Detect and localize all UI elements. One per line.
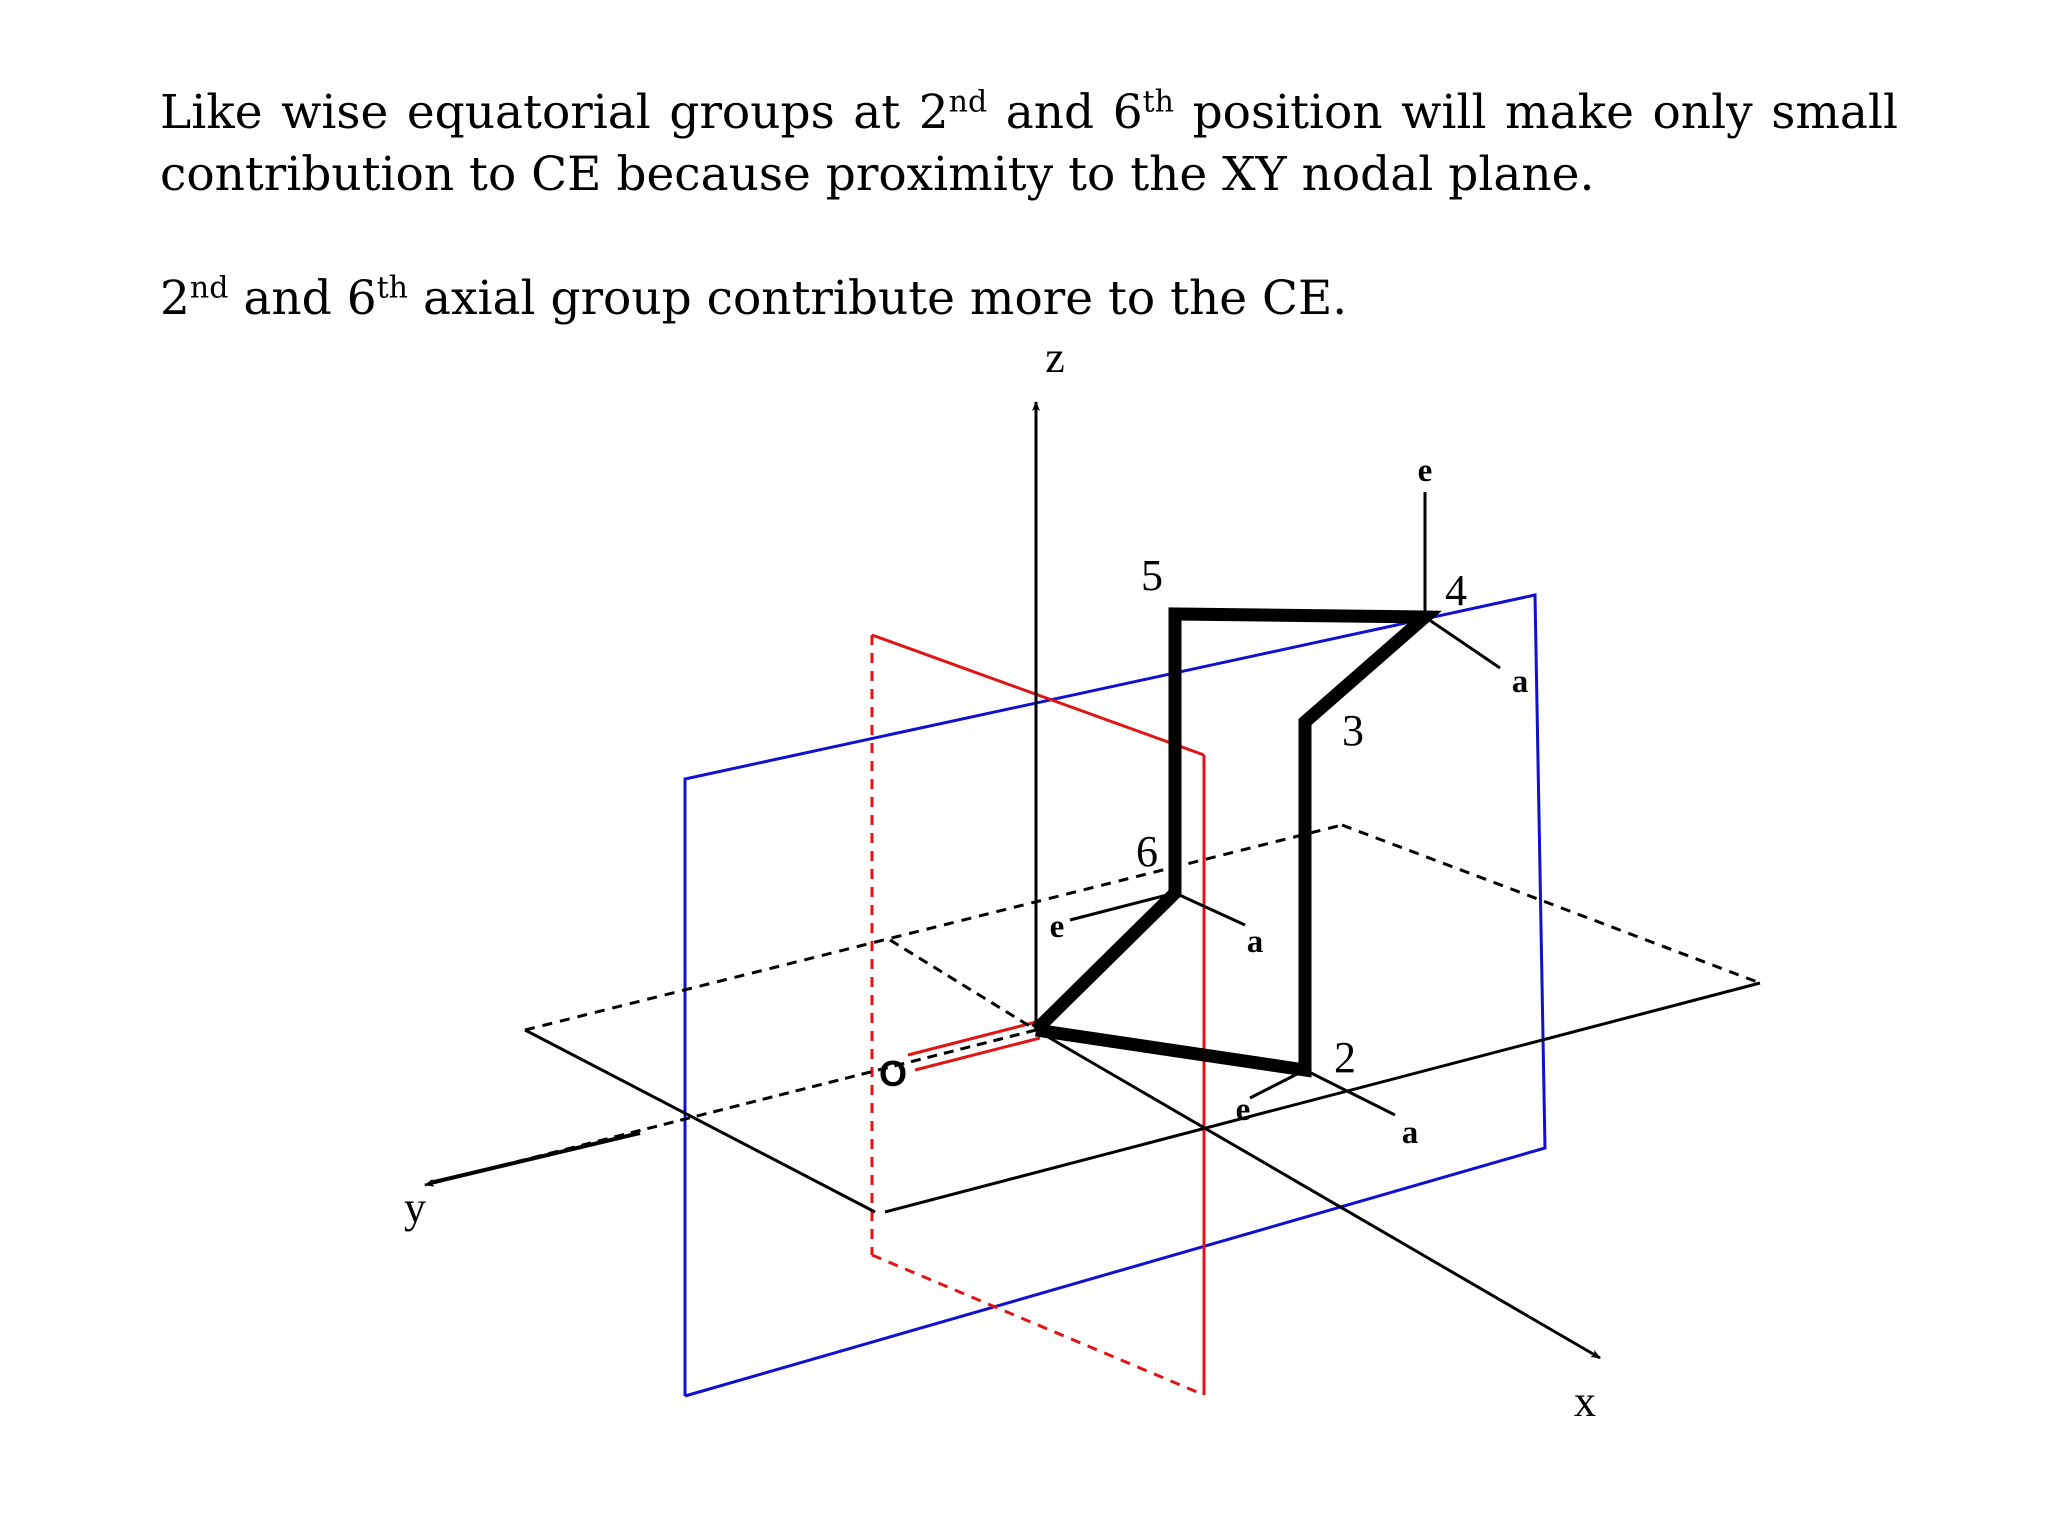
blue-nodal-plane [683, 593, 1547, 1398]
superscript: nd [189, 270, 229, 306]
position-3-label: 3 [1342, 706, 1364, 755]
equatorial-label-6: e [1050, 909, 1065, 945]
equatorial-label-4: e [1418, 453, 1433, 489]
substituent-bonds [1069, 492, 1501, 1117]
text-run: and 6 [987, 85, 1143, 140]
position-6-label: 6 [1136, 827, 1158, 876]
paragraph-equatorial: Like wise equatorial groups at 2nd and 6… [160, 82, 1898, 206]
y-axis [424, 1028, 1037, 1187]
equatorial-label-2: e [1236, 1092, 1251, 1128]
text-run: 2 [160, 271, 190, 326]
paragraph-axial: 2nd and 6th axial group contribute more … [160, 268, 1898, 330]
x-axis [1035, 1028, 1601, 1360]
text-run: position will make only small contributi… [160, 85, 1898, 202]
superscript: th [1142, 84, 1174, 120]
origin-label: O [879, 1053, 907, 1094]
axial-label-4: a [1512, 664, 1529, 700]
y-axis-label: y [404, 1183, 426, 1232]
position-2-label: 2 [1334, 1033, 1356, 1082]
text-run: Like wise equatorial groups at 2 [160, 85, 949, 140]
z-axis-label: z [1045, 333, 1065, 382]
red-nodal-plane [870, 633, 1206, 1397]
text-run: axial group contribute more to the CE. [408, 271, 1348, 326]
superscript: th [376, 270, 408, 306]
x-axis-label: x [1574, 1377, 1596, 1426]
axial-label-2: a [1402, 1115, 1419, 1151]
xy-plane [524, 823, 1761, 1214]
axes [424, 401, 1601, 1360]
text-run: and 6 [228, 271, 377, 326]
position-5-label: 5 [1141, 551, 1163, 600]
position-4-label: 4 [1445, 566, 1467, 615]
chair-ring [1031, 607, 1443, 1078]
axial-label-6: a [1247, 924, 1264, 960]
superscript: nd [948, 84, 988, 120]
